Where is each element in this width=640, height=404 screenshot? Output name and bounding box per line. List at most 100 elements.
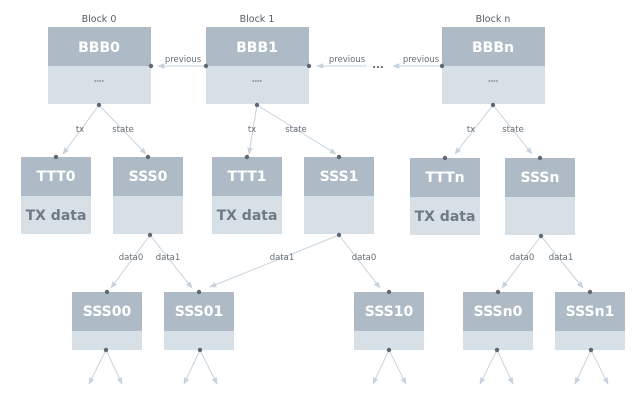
state-edge-1	[256, 104, 337, 155]
tx-node-n[interactable]: TTTn TX data	[410, 155, 480, 235]
tx-edge-n	[454, 104, 494, 155]
state-node-n-body	[505, 197, 575, 235]
data1-label-n: data1	[549, 253, 574, 263]
tx-edge-0	[62, 104, 100, 155]
anchor-dot	[538, 233, 544, 239]
anchor-dot	[490, 102, 496, 108]
sub-state-node-00[interactable]: SSS00	[72, 289, 142, 350]
sub-state-node-01-header	[164, 292, 234, 331]
anchor-dot	[386, 289, 392, 295]
tx-node-n-header	[410, 158, 480, 197]
block-1-label: Block 1	[240, 14, 275, 25]
block-n-node[interactable]: BBBn ####	[442, 27, 545, 104]
data1-edge-1	[209, 234, 340, 288]
block-n-label: Block n	[476, 14, 511, 25]
anchor-dot	[588, 347, 594, 353]
sub-state-node-n1-header	[555, 292, 625, 331]
block-0-body	[48, 66, 151, 104]
state-node-0[interactable]: SSS0	[113, 154, 183, 234]
state-node-0-title: SSS0	[129, 169, 168, 185]
block-0-header	[48, 27, 151, 66]
block-1-node[interactable]: BBB1 ####	[206, 27, 309, 104]
anchor-dot	[442, 155, 448, 161]
tx-node-1[interactable]: TTT1 TX data	[212, 154, 282, 234]
state-node-1-title: SSS1	[320, 169, 359, 185]
block-n-header	[442, 27, 545, 66]
sub-state-node-n1-body	[555, 331, 625, 350]
tx-node-n-title: TTTn	[425, 170, 464, 186]
anchor-dot	[197, 347, 203, 353]
anchor-dot	[203, 63, 209, 69]
previous-label-1: previous	[165, 55, 202, 65]
block-1-header	[206, 27, 309, 66]
sub-state-node-10-title: SSS10	[365, 304, 414, 320]
state-node-n-title: SSSn	[521, 170, 560, 186]
sub-state-node-n1[interactable]: SSSn1	[555, 289, 625, 350]
anchor-dot	[495, 289, 501, 295]
state-node-1-body	[304, 196, 374, 234]
block-1-content: ####	[252, 79, 263, 83]
data1-label-0: data1	[156, 253, 181, 263]
child-edge	[199, 349, 218, 385]
sub-state-node-00-header	[72, 292, 142, 331]
tx-edge-1	[247, 104, 258, 155]
anchor-dot	[537, 155, 543, 161]
child-edge	[590, 349, 609, 385]
tx-node-0-title: TTT0	[36, 169, 75, 185]
block-n-body	[442, 66, 545, 104]
block-1-title: BBB1	[236, 40, 278, 56]
sub-state-node-n1-title: SSSn1	[566, 304, 615, 320]
data1-label-1: data1	[270, 253, 295, 263]
block-1-body	[206, 66, 309, 104]
previous-label-2: previous	[329, 55, 366, 65]
ellipsis: ...	[372, 60, 383, 71]
tx-node-1-body	[212, 196, 282, 234]
child-edge	[105, 349, 123, 385]
anchor-dot	[587, 289, 593, 295]
data1-edge-0	[149, 234, 193, 289]
sub-state-node-10-header	[354, 292, 424, 331]
dangling-edges	[88, 347, 609, 385]
sub-state-node-00-body	[72, 331, 142, 350]
sub-state-node-n0-header	[463, 292, 533, 331]
anchor-dot	[104, 289, 110, 295]
child-edge	[574, 349, 592, 385]
block-0-node[interactable]: BBB0 ####	[48, 27, 151, 104]
anchor-dot	[53, 154, 59, 160]
state-node-0-body	[113, 196, 183, 234]
child-edge	[183, 349, 201, 385]
data0-edge-n	[501, 235, 542, 289]
child-edge	[388, 349, 407, 385]
tx-node-0[interactable]: TTT0 TX data	[21, 154, 91, 234]
state-node-1[interactable]: SSS1	[304, 154, 374, 234]
sub-state-node-01[interactable]: SSS01	[164, 289, 234, 350]
state-edge-0	[98, 104, 147, 155]
state-node-0-header	[113, 157, 183, 196]
child-edge	[372, 349, 390, 385]
tx-node-0-content: TX data	[26, 208, 87, 224]
tx-node-n-content: TX data	[415, 209, 476, 225]
block-n-content: ####	[488, 79, 499, 83]
tx-label-n: tx	[467, 125, 475, 135]
state-node-1-header	[304, 157, 374, 196]
tx-node-1-header	[212, 157, 282, 196]
anchor-dot	[145, 154, 151, 160]
anchor-dot	[244, 154, 250, 160]
sub-state-node-10[interactable]: SSS10	[354, 289, 424, 350]
anchor-dot	[386, 347, 392, 353]
sub-state-node-n0-title: SSSn0	[474, 304, 523, 320]
sub-state-node-n0[interactable]: SSSn0	[463, 289, 533, 350]
state-label-0: state	[112, 125, 134, 135]
child-edge	[479, 349, 498, 385]
anchor-dot	[254, 102, 260, 108]
state-label-n: state	[502, 125, 524, 135]
anchor-dot	[336, 232, 342, 238]
anchor-dot	[336, 154, 342, 160]
anchor-dot	[196, 289, 202, 295]
tx-label-0: tx	[76, 125, 84, 135]
sub-state-node-n0-body	[463, 331, 533, 350]
state-node-n[interactable]: SSSn	[505, 155, 575, 235]
block-0-title: BBB0	[78, 40, 120, 56]
anchor-dot	[306, 63, 312, 69]
